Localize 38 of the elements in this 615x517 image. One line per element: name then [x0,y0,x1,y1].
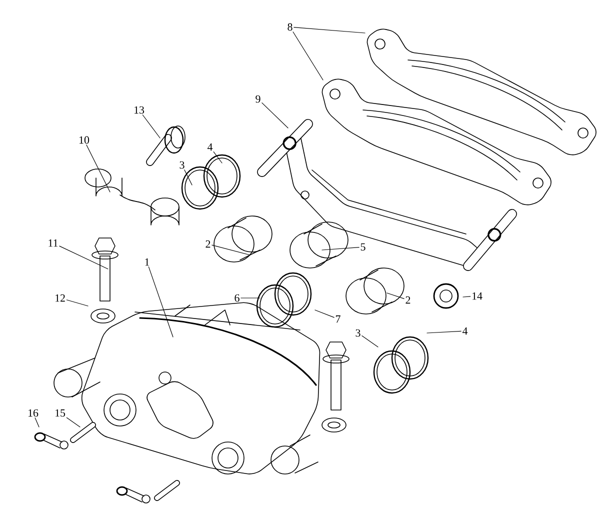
leader-line [142,114,160,138]
callout-number: 16 [28,409,38,417]
leader-line [34,418,40,428]
leader-line [262,102,288,128]
callout-number: 4 [462,327,468,335]
leader-line [212,244,250,256]
callout-number: 5 [360,243,366,251]
callout-number: 10 [80,136,90,144]
callout-number: 2 [206,240,210,248]
callout-number: 12 [56,294,65,302]
leader-line [184,170,192,186]
leader-line [292,32,324,80]
callout-number: 3 [180,161,184,169]
callout-number: 8 [288,23,292,31]
leader-line [148,266,174,338]
leader-line [86,144,110,192]
leader-line [362,335,378,348]
leader-line [462,296,471,298]
callout-number: 4 [207,143,213,151]
callout-number: 2 [406,296,410,304]
callout-number: 6 [234,294,240,302]
leader-line [66,417,80,428]
leader-line [59,246,108,270]
callout-number: 13 [134,106,144,114]
callout-number: 7 [336,315,340,323]
leader-line [386,292,404,299]
leader-line [66,300,88,306]
leader-line [426,330,462,334]
callout-number: 14 [472,292,482,300]
leader-line [314,310,334,318]
leader-line [213,152,222,164]
callout-number: 15 [56,409,66,417]
callout-number: 3 [356,329,360,337]
callout-number: 9 [256,95,260,103]
leader-line [294,27,366,34]
callout-number: 1 [145,258,150,266]
callout-number: 11 [48,239,58,247]
leader-line [322,246,360,250]
